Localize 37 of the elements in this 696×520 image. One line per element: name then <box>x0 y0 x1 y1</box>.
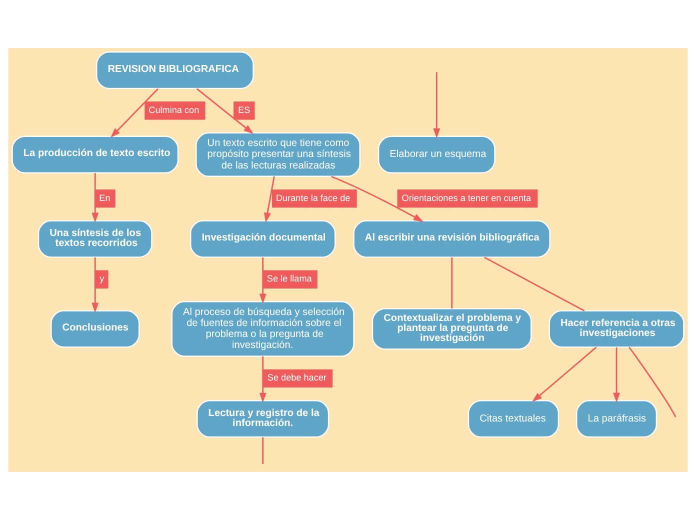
connector <box>484 256 585 312</box>
edge-label: Durante la face de <box>276 192 350 203</box>
node-box: Hacer referencia a otras investigaciones <box>548 310 684 348</box>
node-box: Conclusiones <box>50 310 140 348</box>
node-box: Lectura y registro de la información. <box>196 400 330 438</box>
node-box: Una síntesis de los textos recorridos <box>38 220 152 258</box>
edge-label: Orientaciones a tener en cuenta <box>402 192 532 203</box>
node-box: Investigación documental <box>190 220 336 258</box>
arrow <box>259 356 266 403</box>
arrow <box>331 176 424 222</box>
arrow <box>433 72 440 138</box>
arrow <box>264 176 275 223</box>
connector <box>628 346 676 418</box>
node-box: Al escribir una revisión bibliográfica <box>353 220 550 258</box>
node-box: La producción de texto escrito <box>12 136 179 174</box>
arrow <box>92 173 99 223</box>
node-box: Citas textuales <box>468 400 560 438</box>
node-box: Un texto escrito que tiene como propósito presentar una síntesis de las lecturas realizadas <box>196 132 360 177</box>
arrow <box>613 347 620 403</box>
arrow <box>532 346 597 402</box>
connector <box>262 437 264 464</box>
node-box: Al proceso de búsqueda y selección de fuentes de información sobre el problema o la pregunta de investigación. <box>171 301 354 357</box>
edge-label: Se le llama <box>266 274 312 284</box>
connector <box>451 257 453 308</box>
node-box: La paráfrasis <box>576 400 658 438</box>
arrow <box>259 257 266 304</box>
arrow <box>92 257 99 313</box>
node-box: Elaborar un esquema <box>378 136 496 174</box>
node-box: Contextualizar el problema y plantear la pregunta de investigación <box>372 308 532 350</box>
edge-label: En <box>99 192 110 203</box>
arrow <box>110 88 159 138</box>
arrow <box>196 88 254 134</box>
node-box: REVISION BIBLIOGRAFICA <box>96 51 254 90</box>
edge-label: ES <box>238 104 250 115</box>
edge-label: Culmina con <box>148 104 200 115</box>
edge-label: Se debe hacer <box>267 372 326 383</box>
edge-label: y <box>100 274 104 284</box>
